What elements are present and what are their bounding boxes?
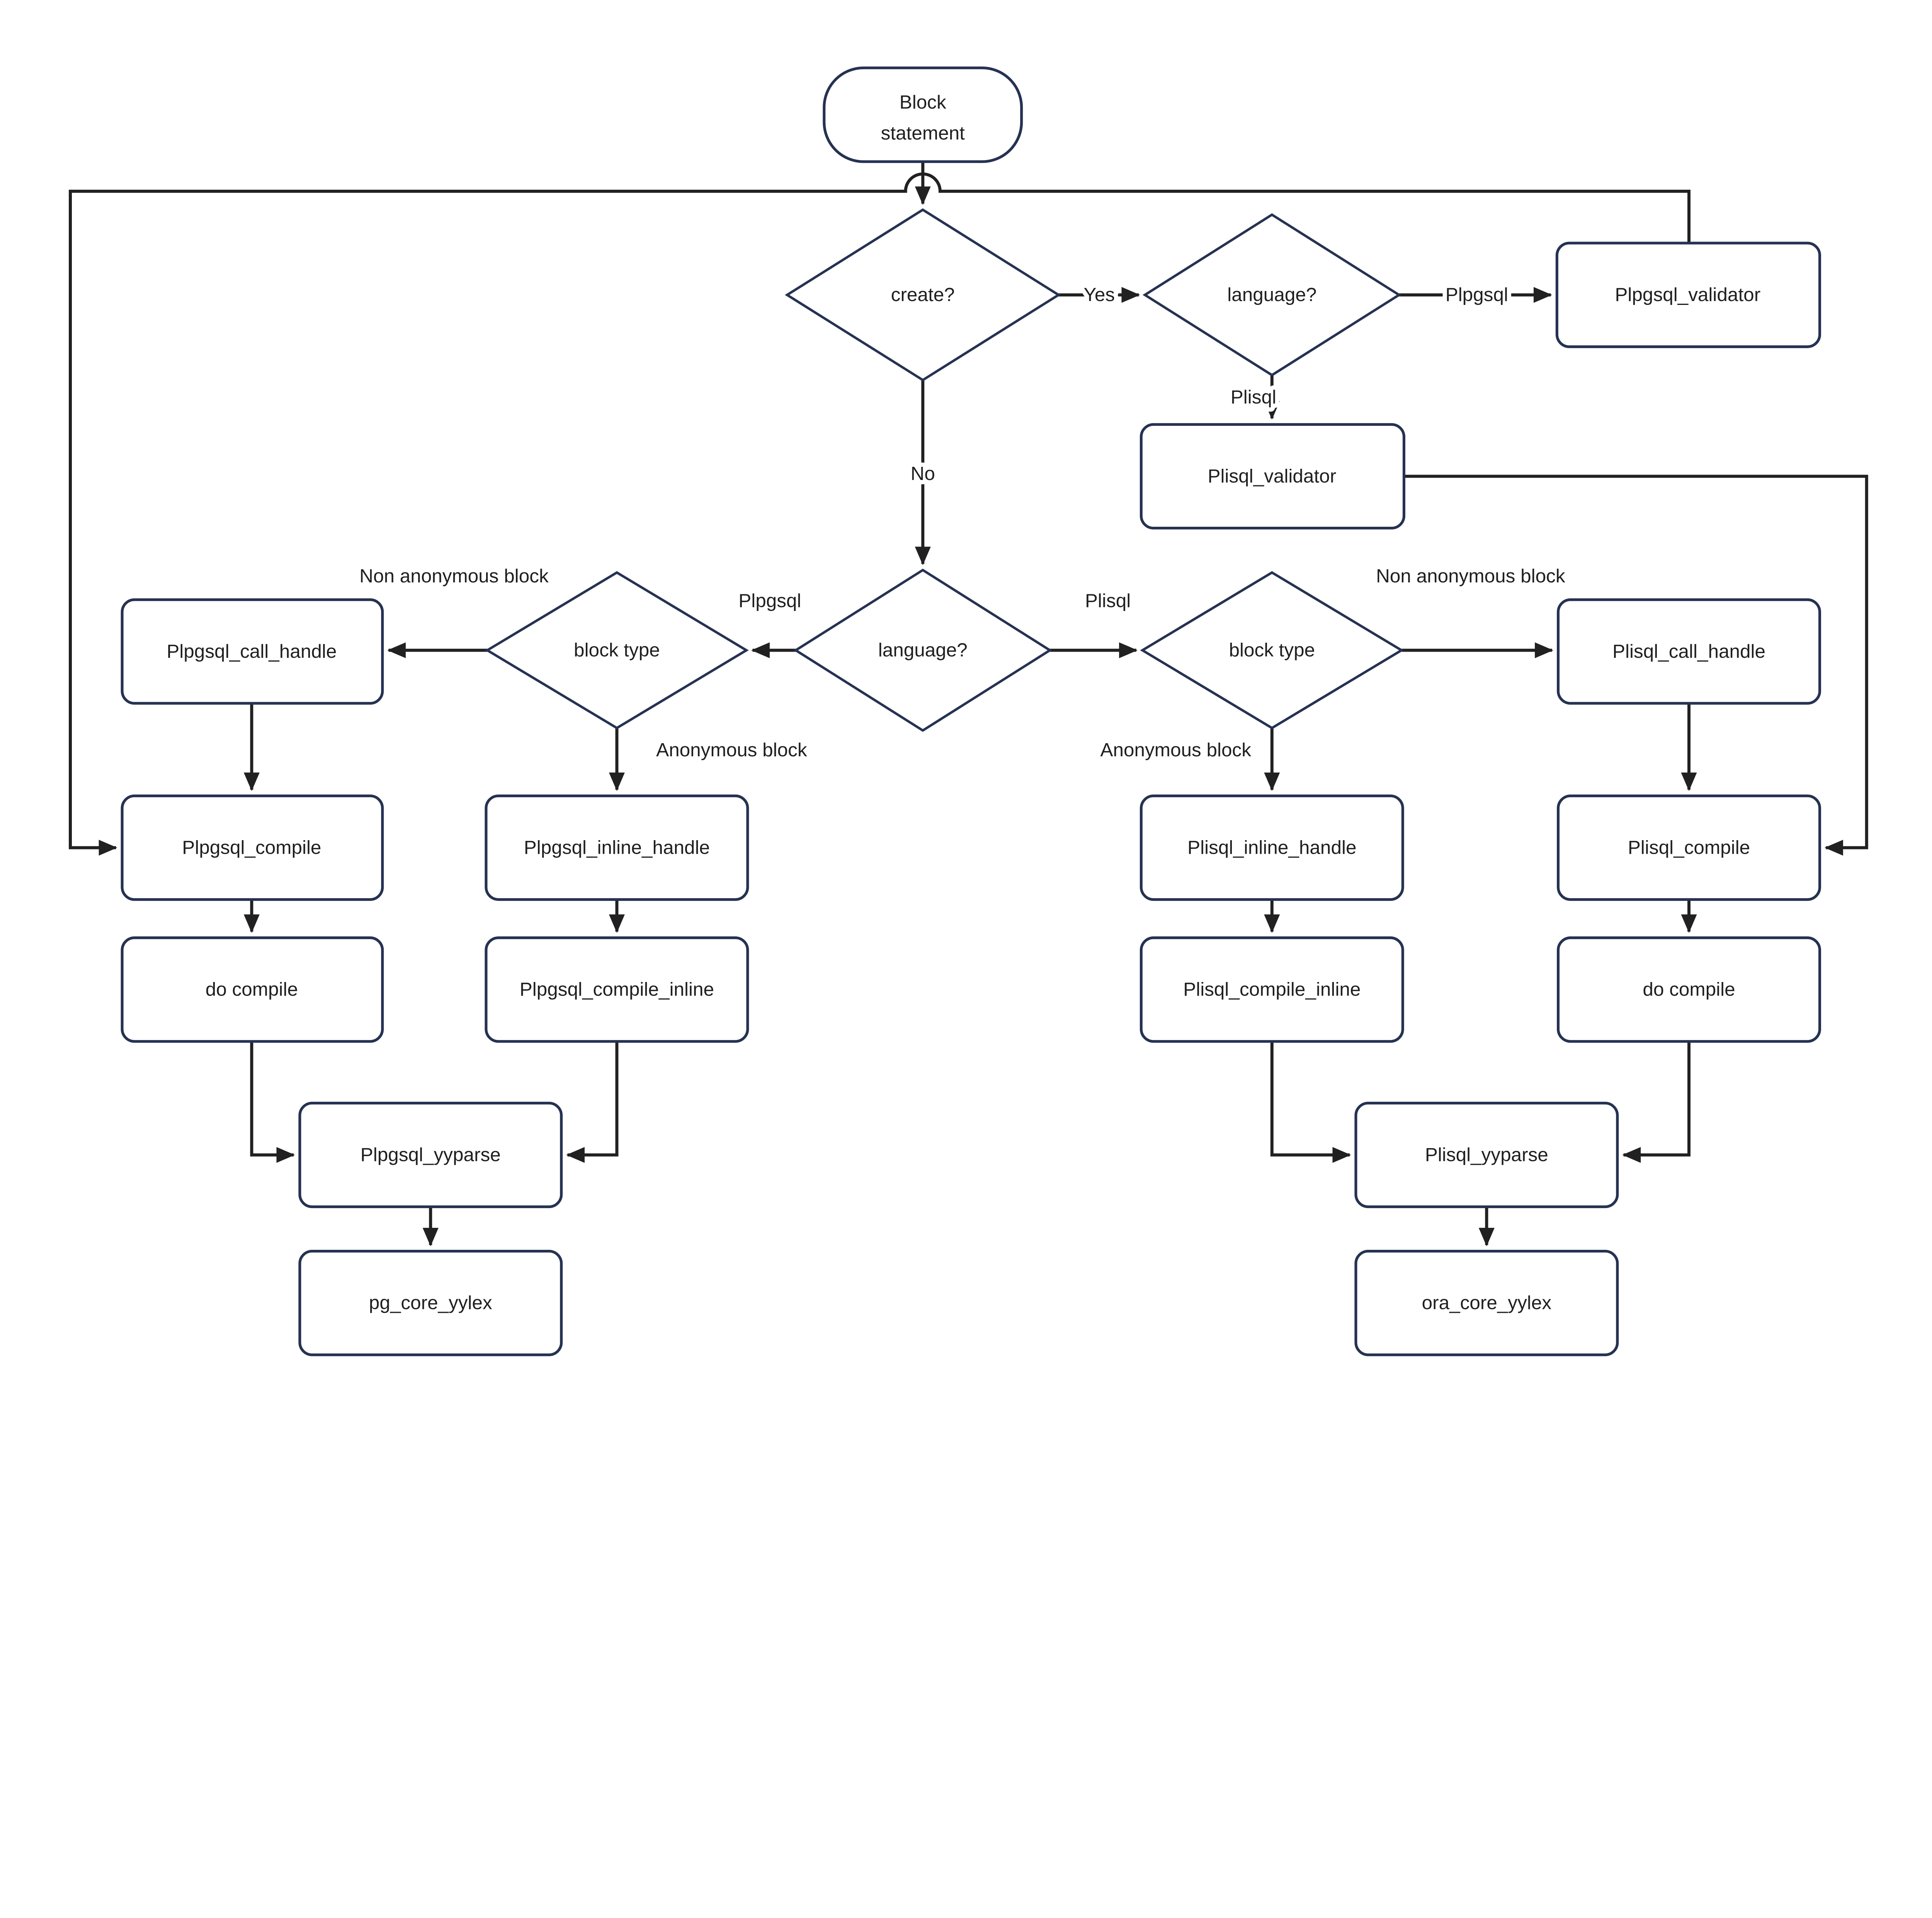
node-ora-core-yylex: ora_core_yylex [1354,1250,1619,1356]
node-plpgsql-yyparse-label: Plpgsql_yyparse [361,1144,501,1165]
flowchart-canvas: Block statement create? language? langua… [69,66,1868,1356]
node-plisql-yyparse-label: Plisql_yyparse [1425,1144,1548,1165]
terminal-label-line2: statement [881,123,965,144]
decision-block-type-right-label: block type [1229,640,1315,661]
node-plpgsql-compile-inline: Plpgsql_compile_inline [485,936,749,1043]
edge-plisql-validator-to-plisql-compile [1404,475,1868,856]
decision-block-type-right: block type [1140,571,1404,730]
node-do-compile-left: do compile [121,936,384,1043]
decision-language-mid-label: language? [878,640,968,661]
edge-label-plpgsql-create: Plpgsql [1446,284,1508,305]
node-ora-core-yylex-label: ora_core_yylex [1422,1292,1552,1314]
edge-compile-inline-to-yyparse-left [566,1041,619,1163]
decision-block-type-left: block type [485,571,749,730]
node-plisql-inline-handle: Plisql_inline_handle [1139,794,1404,901]
node-plisql-validator-label: Plisql_validator [1208,465,1336,487]
edge-do-compile-to-yyparse-left [250,1041,295,1163]
decision-create-label: create? [891,284,955,305]
terminal-block-statement: Block statement [823,66,1023,163]
node-plpgsql-validator: Plpgsql_validator [1555,242,1821,348]
node-plisql-compile-inline-label: Plisql_compile_inline [1183,979,1361,1000]
edge-label-yes: Yes [1083,284,1115,305]
node-do-compile-right-label: do compile [1643,979,1735,1000]
edge-label-plisql-do: Plisql [1085,590,1131,611]
node-pg-core-yylex: pg_core_yylex [298,1250,563,1356]
node-plpgsql-inline-handle: Plpgsql_inline_handle [485,794,749,901]
node-plpgsql-compile-inline-label: Plpgsql_compile_inline [520,979,714,1000]
node-plisql-compile-label: Plisql_compile [1628,837,1750,858]
node-do-compile-left-label: do compile [206,979,298,1000]
decision-block-type-left-label: block type [574,640,660,661]
connectors [69,162,1868,1246]
node-plisql-call-handle-label: Plisql_call_handle [1612,641,1765,662]
node-plpgsql-call-handle-label: Plpgsql_call_handle [167,641,337,662]
node-plpgsql-inline-handle-label: Plpgsql_inline_handle [524,837,710,858]
node-plisql-validator: Plisql_validator [1139,423,1405,530]
node-plpgsql-compile: Plpgsql_compile [121,794,384,901]
decision-create: create? [785,208,1061,382]
edge-label-anonymous-left: Anonymous block [656,739,807,761]
node-plpgsql-yyparse: Plpgsql_yyparse [298,1101,563,1208]
decision-language-top: language? [1142,213,1401,377]
node-plpgsql-call-handle: Plpgsql_call_handle [121,598,384,705]
node-plisql-call-handle: Plisql_call_handle [1557,598,1821,705]
node-plpgsql-validator-label: Plpgsql_validator [1615,284,1760,305]
edge-do-compile-to-yyparse-right [1622,1041,1690,1163]
node-do-compile-right: do compile [1557,936,1821,1043]
node-plpgsql-compile-label: Plpgsql_compile [182,837,321,858]
decision-language-mid: language? [793,568,1053,732]
edge-label-non-anonymous-right: Non anonymous block [1376,565,1565,587]
node-plisql-compile-inline: Plisql_compile_inline [1139,936,1404,1043]
node-pg-core-yylex-label: pg_core_yylex [369,1292,492,1314]
terminal-label-line1: Block [900,92,946,113]
edge-label-anonymous-right: Anonymous block [1100,739,1252,761]
edge-plpgsql-validator-to-plpgsql-compile [69,172,1690,856]
edge-label-non-anonymous-left: Non anonymous block [359,565,549,587]
edge-label-plisql-create: Plisql [1231,386,1276,408]
edge-labels: Yes Plpgsql Plisql No Plpgsql Plisql Non… [355,280,1570,765]
edge-label-no: No [911,463,935,484]
node-plisql-compile: Plisql_compile [1557,794,1821,901]
node-plisql-yyparse: Plisql_yyparse [1354,1101,1619,1208]
decision-language-top-label: language? [1227,284,1316,305]
node-plisql-inline-handle-label: Plisql_inline_handle [1187,837,1356,858]
flowchart-page: Block statement create? language? langua… [69,66,1868,1356]
edge-label-plpgsql-do: Plpgsql [738,590,801,611]
edge-compile-inline-to-yyparse-right [1270,1041,1351,1163]
